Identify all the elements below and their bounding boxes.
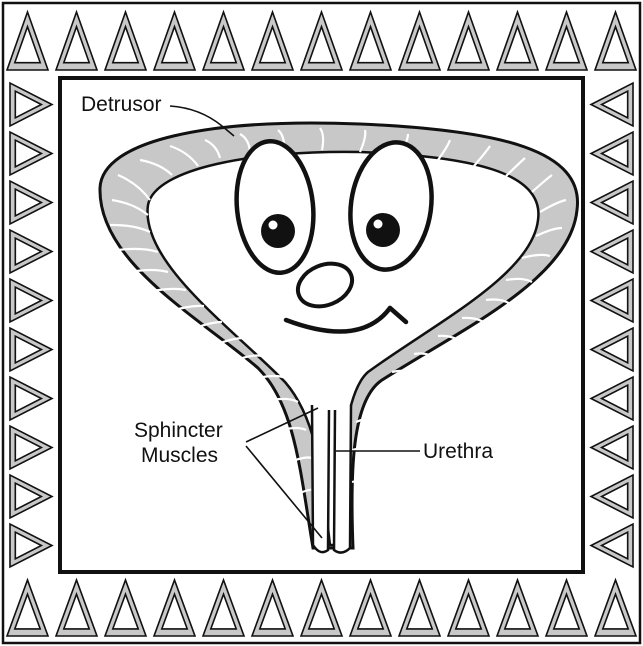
left-pupil <box>261 214 295 248</box>
left-eye-highlight <box>269 221 278 230</box>
right-eye-highlight <box>374 220 383 229</box>
detrusor-label: Detrusor <box>81 93 162 116</box>
urethra-label: Urethra <box>423 440 493 463</box>
right-pupil <box>366 213 400 247</box>
sphincter-label-line1: Sphincter <box>134 419 223 442</box>
sphincter-label-line2: Muscles <box>141 444 218 467</box>
